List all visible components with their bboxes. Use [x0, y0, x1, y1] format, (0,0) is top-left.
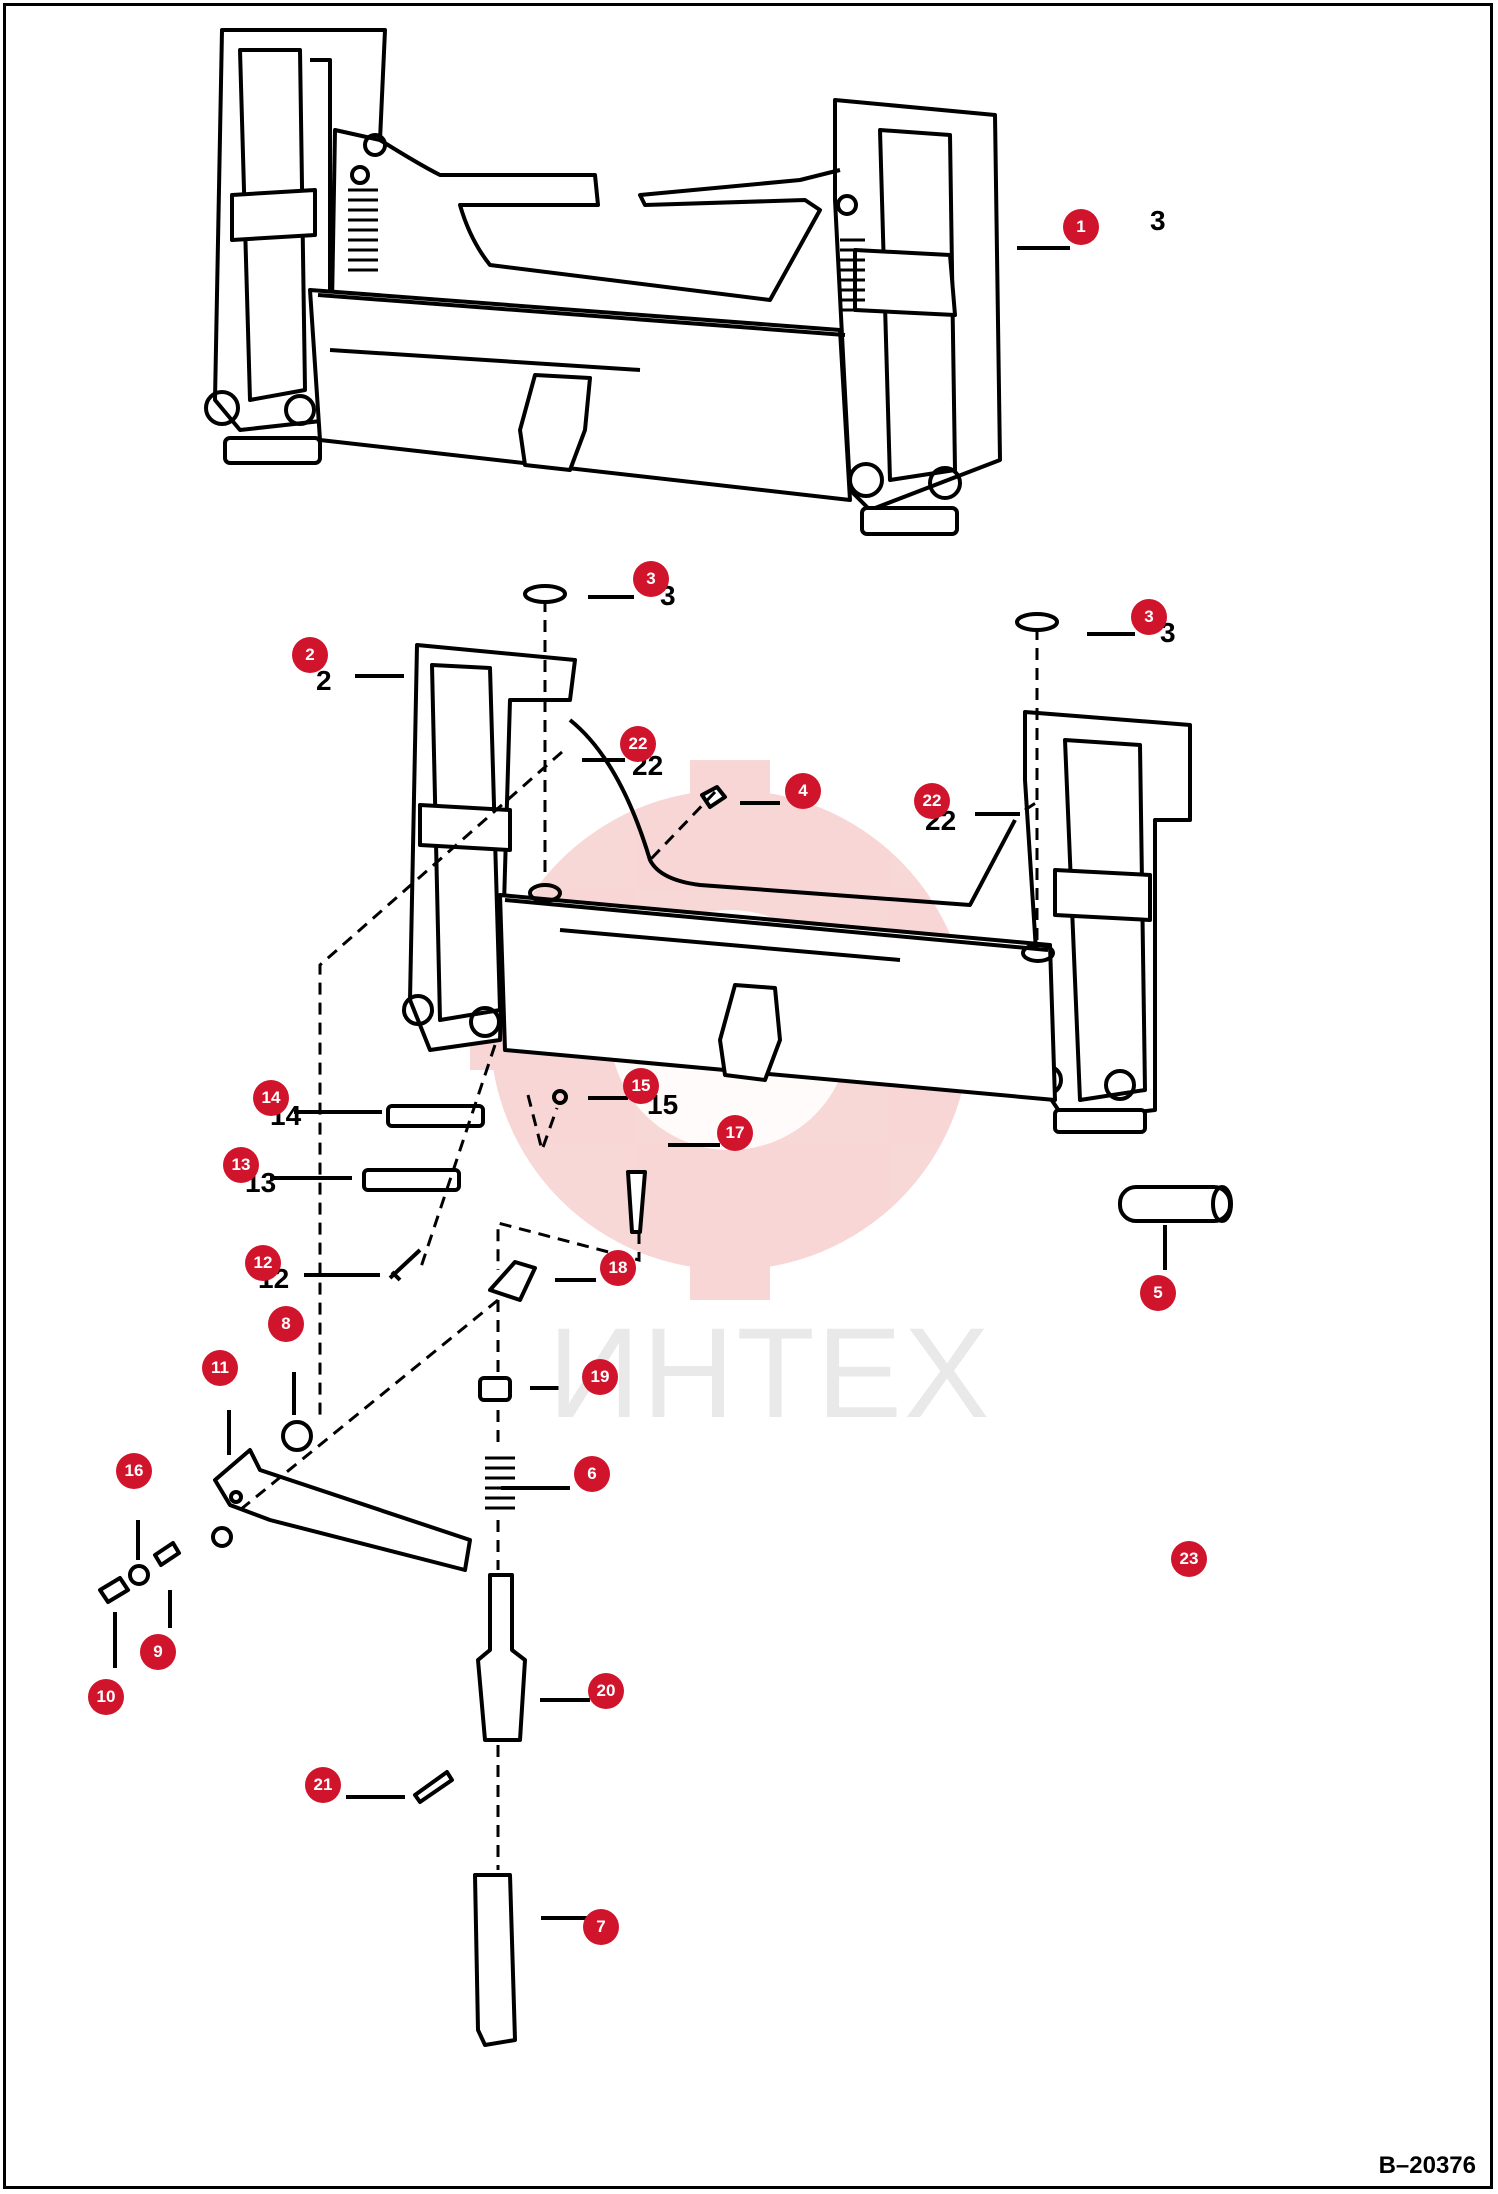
callout-3b[interactable]: 3: [1131, 599, 1167, 635]
callout-20[interactable]: 20: [588, 1673, 624, 1709]
callout-18[interactable]: 18: [600, 1250, 636, 1286]
callout-13[interactable]: 13: [223, 1147, 259, 1183]
callout-22b[interactable]: 22: [914, 783, 950, 819]
callout-11[interactable]: 11: [202, 1350, 238, 1386]
callout-9[interactable]: 9: [140, 1634, 176, 1670]
callout-1[interactable]: 1: [1063, 209, 1099, 245]
callout-16[interactable]: 16: [116, 1453, 152, 1489]
drawing-frame: [3, 3, 1493, 2189]
callout-21[interactable]: 21: [305, 1767, 341, 1803]
callout-8[interactable]: 8: [268, 1306, 304, 1342]
watermark-text: ИНТЕХ: [548, 1302, 992, 1445]
callout-17[interactable]: 17: [717, 1115, 753, 1151]
callout-2[interactable]: 2: [292, 637, 328, 673]
callout-15[interactable]: 15: [623, 1068, 659, 1104]
callout-4[interactable]: 4: [785, 773, 821, 809]
callout-12[interactable]: 12: [245, 1245, 281, 1281]
callout-3a[interactable]: 3: [633, 561, 669, 597]
drawing-code: B–20376: [1378, 2152, 1476, 2179]
callout-14[interactable]: 14: [253, 1080, 289, 1116]
svg-text:3: 3: [1150, 205, 1166, 236]
callout-7[interactable]: 7: [583, 1909, 619, 1945]
frame-assembly-top: [204, 28, 1002, 536]
callout-22a[interactable]: 22: [620, 726, 656, 762]
callout-6[interactable]: 6: [574, 1456, 610, 1492]
callout-10[interactable]: 10: [88, 1679, 124, 1715]
assembly-dashed-lines: [239, 600, 1041, 1870]
svg-text:2: 2: [316, 665, 332, 696]
callout-19[interactable]: 19: [582, 1359, 618, 1395]
callout-5[interactable]: 5: [1140, 1275, 1176, 1311]
callout-23[interactable]: 23: [1171, 1541, 1207, 1577]
callout-leader-lines: [113, 246, 1167, 1920]
